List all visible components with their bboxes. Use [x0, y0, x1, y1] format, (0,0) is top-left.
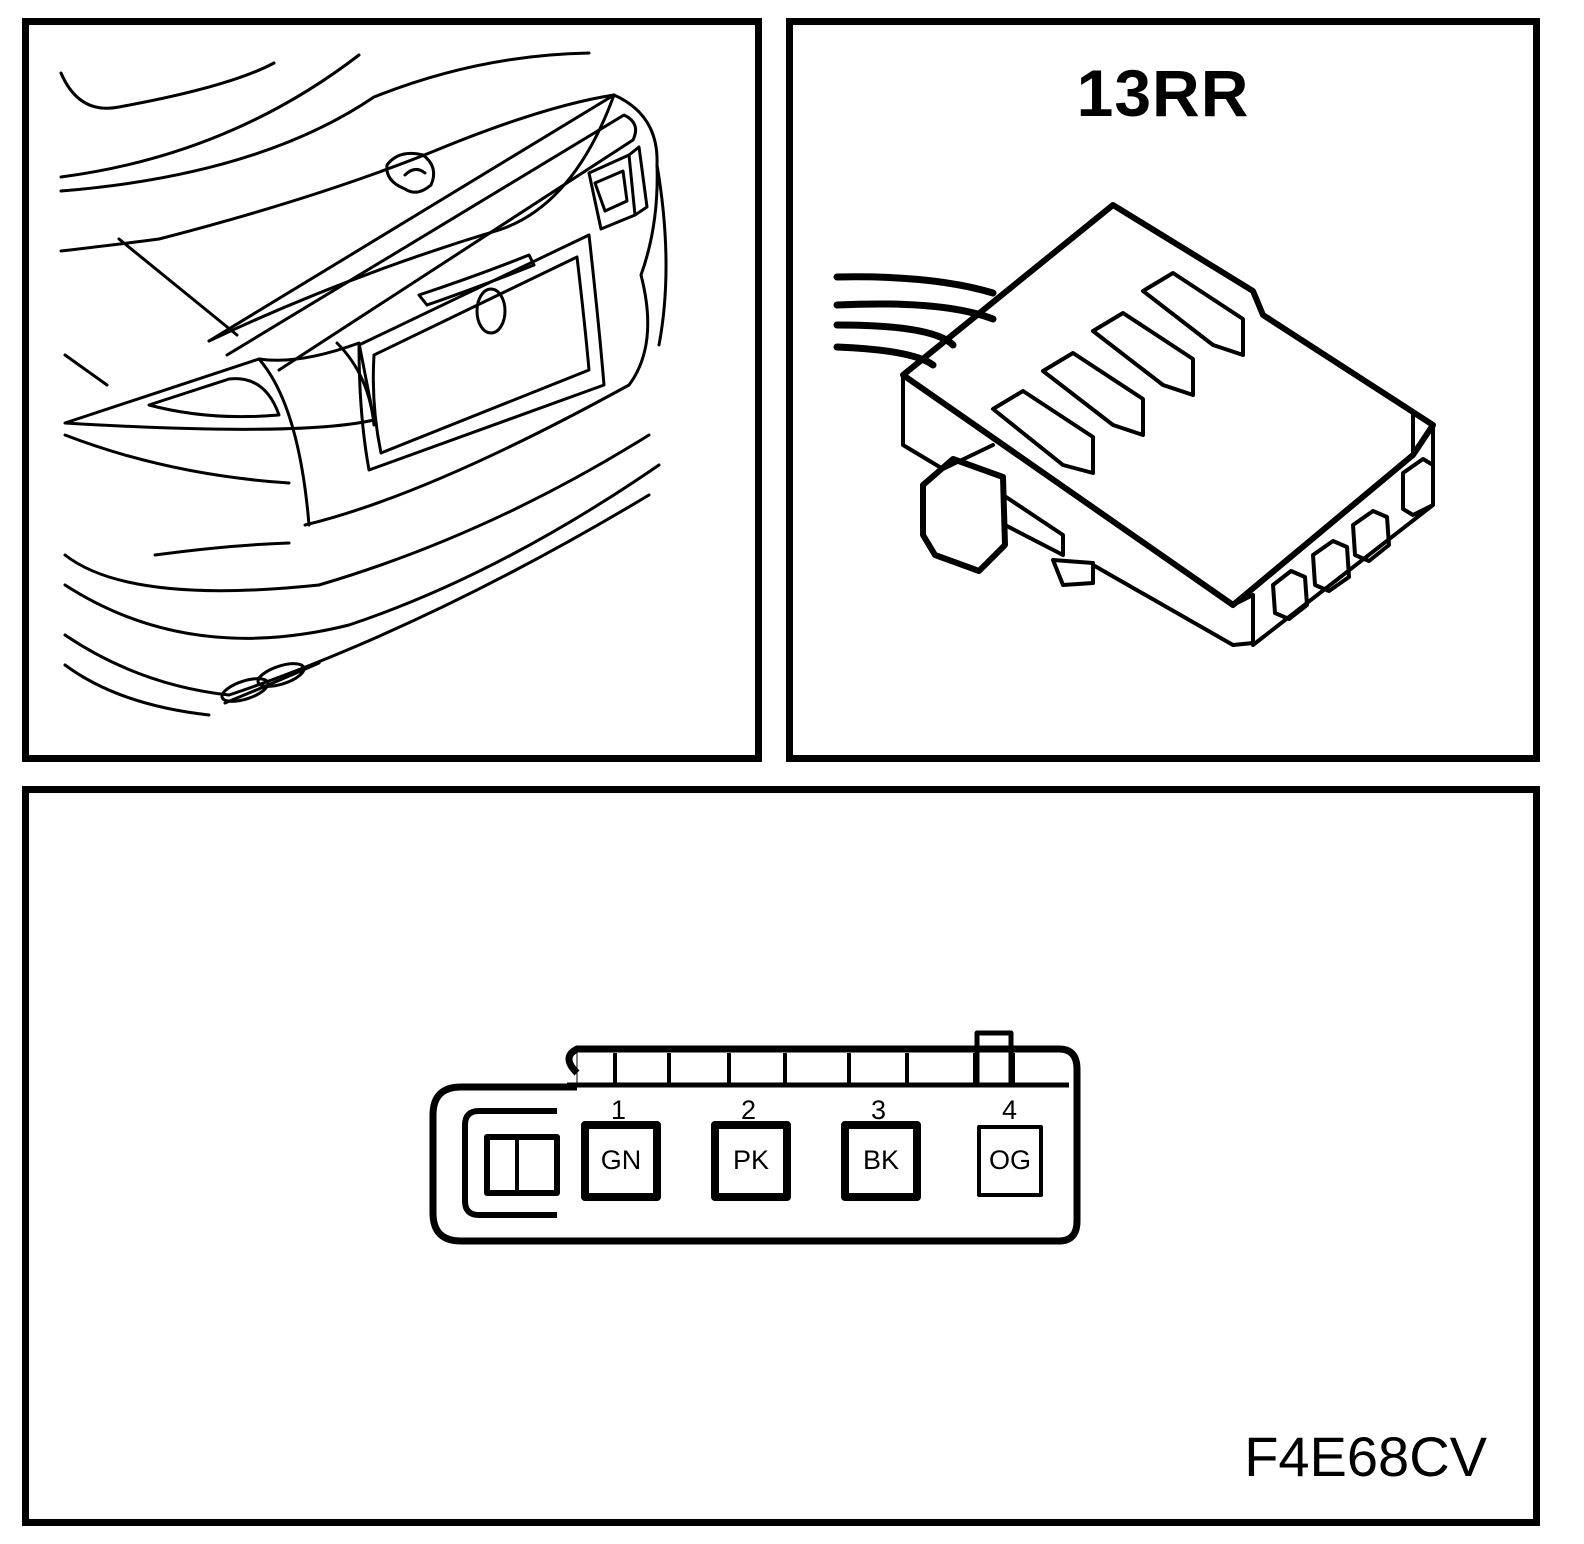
car-rear-illustration-icon [59, 51, 668, 717]
pin-number-1: 1 [611, 1095, 627, 1125]
connector-face-panel: 1 2 3 4 GN PK BK OG F4E68CV [22, 786, 1540, 1526]
vehicle-location-panel [22, 18, 762, 762]
pin-color-3: BK [862, 1145, 900, 1175]
connector-view-panel: 13RR [786, 18, 1540, 762]
pin-number-4: 4 [1002, 1095, 1018, 1125]
pin-color-4: OG [988, 1145, 1031, 1175]
pin-number-3: 3 [871, 1095, 887, 1125]
pin-color-1: GN [600, 1145, 642, 1175]
pin-number-2: 2 [741, 1095, 757, 1125]
pin-color-2: PK [732, 1145, 770, 1175]
connector-3d-icon [833, 202, 1436, 647]
connector-face-icon [429, 1030, 1081, 1245]
connector-title: 13RR [1076, 56, 1250, 130]
figure-code: F4E68CV [1244, 1425, 1487, 1488]
